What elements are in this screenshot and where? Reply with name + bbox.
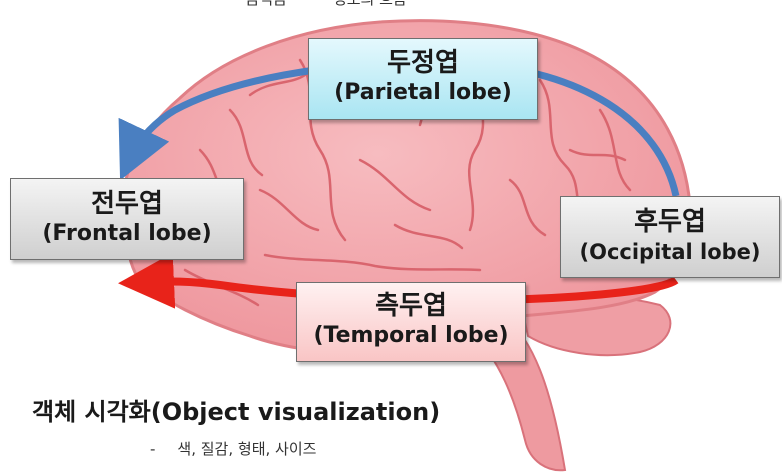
parietal-lobe-label: 두정엽 (Parietal lobe) (308, 38, 538, 120)
top-cropped-caption: · 뇸식뇸 정보의 흐름 (236, 0, 407, 9)
object-visualization-title: 객체 시각화(Object visualization) (32, 392, 440, 427)
temporal-english: (Temporal lobe) (297, 322, 525, 350)
bullet-dash: - (150, 440, 155, 458)
occipital-korean: 후두엽 (561, 206, 779, 238)
occipital-english: (Occipital lobe) (561, 238, 779, 266)
temporal-korean: 측두엽 (297, 290, 525, 322)
occipital-lobe-label: 후두엽 (Occipital lobe) (560, 196, 780, 278)
temporal-lobe-label: 측두엽 (Temporal lobe) (296, 282, 526, 362)
feature-list: 색, 질감, 형태, 사이즈 (177, 440, 316, 458)
frontal-lobe-label: 전두엽 (Frontal lobe) (10, 178, 244, 260)
frontal-korean: 전두엽 (11, 188, 243, 220)
object-visualization-items: - 색, 질감, 형태, 사이즈 (150, 438, 316, 459)
top-caption-right: 정보의 흐름 (333, 0, 407, 8)
frontal-english: (Frontal lobe) (11, 220, 243, 248)
parietal-english: (Parietal lobe) (309, 79, 537, 107)
parietal-korean: 두정엽 (309, 47, 537, 79)
top-caption-left: · 뇸식뇸 (236, 0, 287, 8)
